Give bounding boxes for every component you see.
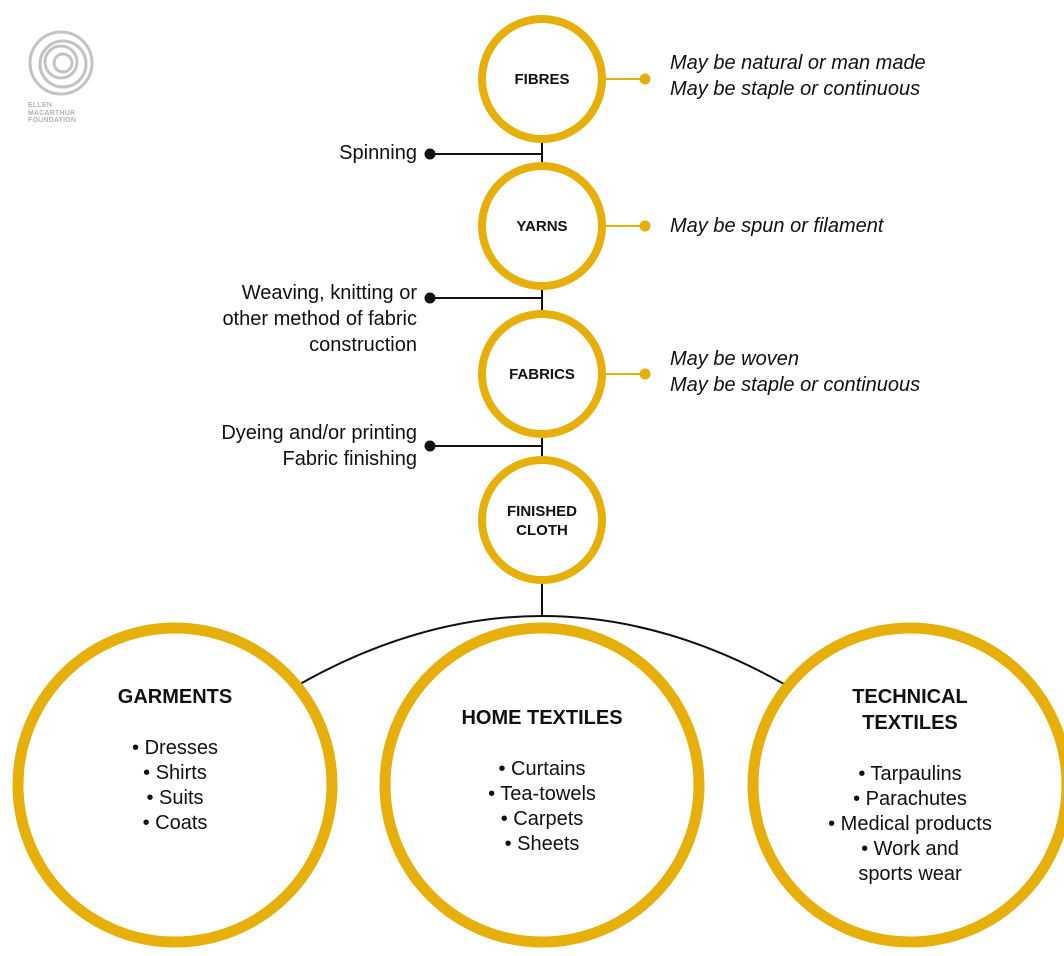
- finishing-dot: [424, 440, 436, 452]
- fibres-note: May be natural or man made May be staple…: [670, 50, 1055, 102]
- fabrics-note-dot: [639, 368, 651, 380]
- fibres-note-line: May be natural or man made: [670, 52, 926, 74]
- list-item: sports wear: [858, 863, 962, 885]
- list-item: • Parachutes: [853, 788, 967, 810]
- spinning-label: Spinning: [180, 140, 417, 166]
- logo-wordmark: ELLEN MACARTHUR FOUNDATION: [28, 102, 76, 125]
- spinning-label-text: Spinning: [339, 142, 417, 164]
- list-item: • Suits: [146, 787, 204, 809]
- fibres-label: FIBRES: [482, 70, 602, 89]
- logo-line: ELLEN: [28, 102, 52, 109]
- yarns-note-dot: [639, 220, 651, 232]
- fabric-construction-dot: [424, 292, 436, 304]
- finished-cloth-label-line: FINISHED: [506, 503, 577, 520]
- technical-textiles-list: • Tarpaulins • Parachutes • Medical prod…: [790, 762, 1030, 887]
- fibres-note-dot: [639, 73, 651, 85]
- fibres-circle: [478, 15, 606, 143]
- list-item: • Shirts: [143, 762, 207, 784]
- finished-cloth-circle: [478, 456, 606, 584]
- list-item: • Tarpaulins: [858, 763, 962, 785]
- yarns-note: May be spun or filament: [670, 213, 1055, 239]
- home-textiles-circle: [379, 622, 705, 948]
- list-item: • Dresses: [132, 737, 218, 759]
- fabrics-label-text: FABRICS: [509, 366, 575, 383]
- technical-textiles-title: TECHNICAL TEXTILES: [790, 684, 1030, 736]
- list-item: • Work and: [861, 838, 959, 860]
- finished-cloth-label: FINISHED CLOTH: [482, 502, 602, 540]
- branch-arc: [299, 615, 785, 685]
- yarns-label: YARNS: [482, 217, 602, 236]
- home-textiles-title-line: HOME TEXTILES: [461, 707, 623, 729]
- technical-textiles-block: TECHNICAL TEXTILES • Tarpaulins • Parach…: [790, 684, 1030, 887]
- fabric-construction-line: other method of fabric: [222, 308, 417, 330]
- fabrics-circle: [478, 310, 606, 438]
- fabrics-note-line: May be woven: [670, 348, 799, 370]
- finishing-label: Dyeing and/or printing Fabric finishing: [120, 420, 417, 472]
- list-item: • Tea-towels: [488, 783, 596, 805]
- home-textiles-title: HOME TEXTILES: [422, 705, 662, 731]
- fabric-construction-label: Weaving, knitting or other method of fab…: [150, 280, 417, 358]
- logo-line: FOUNDATION: [28, 117, 77, 124]
- logo-line: MACARTHUR: [28, 109, 76, 117]
- spinning-dot: [424, 148, 436, 160]
- fibres-label-text: FIBRES: [514, 71, 570, 88]
- garments-circle: [12, 622, 338, 948]
- list-item: • Coats: [142, 812, 208, 834]
- technical-textiles-title-line: TEXTILES: [862, 712, 958, 734]
- fabric-construction-line: Weaving, knitting or: [241, 282, 417, 304]
- fabrics-note-line: May be staple or continuous: [670, 374, 921, 396]
- ellen-macarthur-logo-icon: [28, 30, 94, 96]
- garments-title-line: GARMENTS: [117, 686, 233, 708]
- list-item: • Sheets: [504, 833, 580, 855]
- list-item: • Carpets: [500, 808, 584, 830]
- garments-title: GARMENTS: [55, 684, 295, 710]
- yarns-circle: [478, 162, 606, 290]
- home-textiles-block: HOME TEXTILES • Curtains • Tea-towels • …: [422, 705, 662, 857]
- fibres-note-line: May be staple or continuous: [670, 78, 921, 100]
- fabrics-note: May be woven May be staple or continuous: [670, 346, 1055, 398]
- technical-textiles-circle: [747, 622, 1064, 948]
- finishing-line: Dyeing and/or printing: [221, 422, 417, 444]
- yarns-note-line: May be spun or filament: [670, 215, 884, 237]
- garments-list: • Dresses • Shirts • Suits • Coats: [55, 736, 295, 836]
- yarns-label-text: YARNS: [516, 218, 568, 235]
- finished-cloth-label-line: CLOTH: [516, 522, 568, 539]
- fabric-construction-line: construction: [309, 334, 417, 356]
- garments-block: GARMENTS • Dresses • Shirts • Suits • Co…: [55, 684, 295, 836]
- home-textiles-list: • Curtains • Tea-towels • Carpets • Shee…: [422, 757, 662, 857]
- fabrics-label: FABRICS: [482, 365, 602, 384]
- finishing-line: Fabric finishing: [282, 448, 417, 470]
- technical-textiles-title-line: TECHNICAL: [852, 686, 968, 708]
- list-item: • Medical products: [828, 813, 992, 835]
- list-item: • Curtains: [498, 758, 586, 780]
